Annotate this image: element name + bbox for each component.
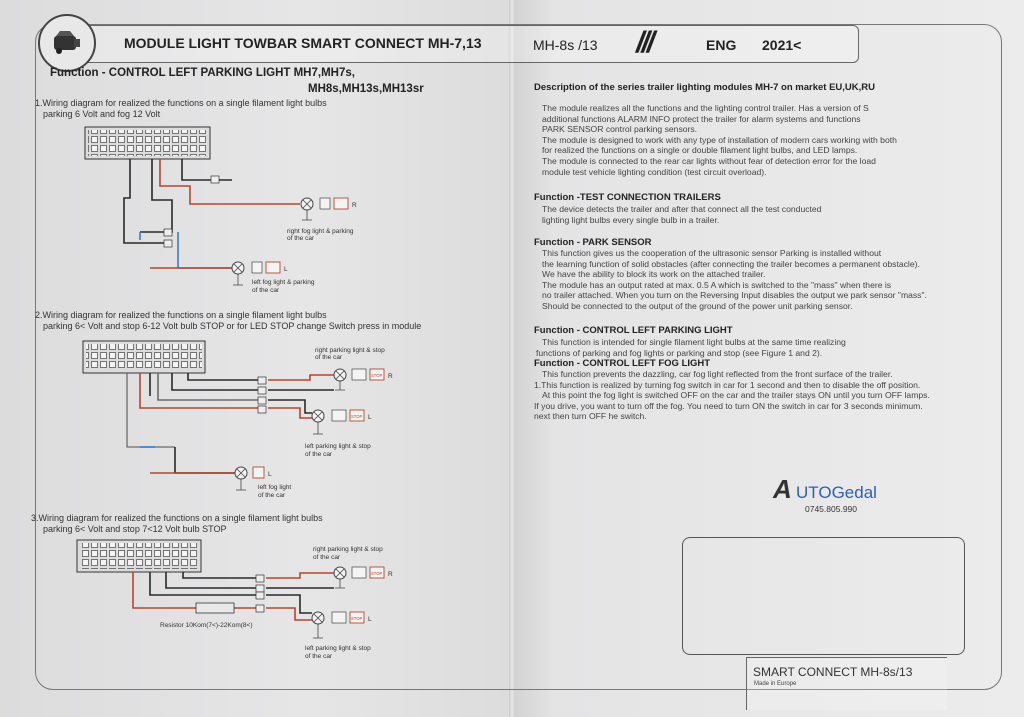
diagram1: R L: [84, 126, 357, 286]
footer-subtitle: Made in Europe: [754, 681, 797, 687]
diagram2-title-2: parking 6< Volt and stop 6-12 Volt bulb …: [43, 321, 422, 331]
header-lang: ENG: [706, 37, 737, 53]
d3-side-l: L: [368, 616, 372, 623]
diagram1-title-1: 1.Wiring diagram for realized the functi…: [35, 98, 327, 108]
brand-phone: 0745.805.990: [805, 504, 857, 514]
d2-stop-r: STOP: [371, 373, 383, 378]
header-model: MH-8s /13: [533, 37, 598, 53]
d2-label-top-1: right parking light & stop: [315, 347, 385, 354]
d3-stop-r: STOP: [371, 571, 383, 576]
product-logo: [38, 14, 96, 72]
d1-side-r: R: [352, 202, 357, 209]
diagram3: STOP R STOP L: [76, 539, 393, 639]
description-body: The module realizes all the functions an…: [542, 103, 897, 177]
d1-label-left-1: left fog light & parking: [252, 279, 315, 286]
park-sensor-title: Function - PARK SENSOR: [534, 237, 652, 248]
diagram1-title-2: parking 6 Volt and fog 12 Volt: [43, 109, 161, 119]
control-left-parking-body: This function is intended for single fil…: [536, 337, 846, 358]
stamp-box: [682, 537, 965, 655]
d2-label-bot-1: left fog light: [258, 484, 292, 491]
d1-label-right-2: of the car: [287, 235, 315, 242]
d2-side-l: L: [368, 414, 372, 421]
diagram2-title-1: 2.Wiring diagram for realized the functi…: [35, 310, 327, 320]
d2-side-l2: L: [268, 471, 272, 478]
control-left-fog-title: Function - CONTROL LEFT FOG LIGHT: [534, 358, 711, 369]
brand-name: UTOGedal: [796, 483, 877, 502]
d3-side-r: R: [388, 571, 393, 578]
test-connection-body: The device detects the trailer and after…: [542, 204, 822, 225]
d3-label-top-1: right parking light & stop: [313, 546, 383, 553]
header-bar: [60, 25, 859, 63]
d2-label-top-2: of the car: [315, 354, 343, 361]
d3-resistor-label: Resistor 10Kom(7<)-22Kom(8<): [160, 622, 253, 629]
d1-side-l: L: [284, 266, 288, 273]
diagram3-title-2: parking 6< Volt and stop 7<12 Volt bulb …: [43, 524, 227, 534]
d3-label-bot-1: left parking light & stop: [305, 645, 371, 652]
description-title: Description of the series trailer lighti…: [534, 82, 876, 93]
d1-label-right-1: right fog light & parking: [287, 228, 354, 235]
page-fold: [509, 0, 515, 717]
towbar-module-icon: [54, 31, 80, 54]
d2-side-r: R: [388, 373, 393, 380]
d2-stop-l: STOP: [351, 414, 363, 419]
d3-stop-l: STOP: [351, 616, 363, 621]
left-function-title-2: MH8s,MH13s,MH13sr: [308, 83, 424, 95]
diagram3-title-1: 3.Wiring diagram for realized the functi…: [31, 513, 323, 523]
d3-label-bot-2: of the car: [305, 653, 333, 660]
right-page: [513, 0, 1024, 717]
d2-label-mid-1: left parking light & stop: [305, 443, 371, 450]
diagram2: STOP R STOP L L: [82, 340, 393, 491]
footer-box: [746, 657, 947, 710]
slashes-mark: ///: [636, 26, 655, 59]
d2-label-mid-2: of the car: [305, 451, 333, 458]
left-function-title-1: Function - CONTROL LEFT PARKING LIGHT MH…: [50, 67, 355, 79]
d1-label-left-2: of the car: [252, 287, 280, 294]
d2-label-bot-2: of the car: [258, 492, 286, 499]
park-sensor-body: This function gives us the cooperation o…: [542, 248, 927, 311]
test-connection-title: Function -TEST CONNECTION TRAILERS: [534, 192, 721, 203]
footer-title: SMART CONNECT MH-8s/13: [753, 665, 913, 679]
control-left-parking-title: Function - CONTROL LEFT PARKING LIGHT: [534, 325, 733, 336]
control-left-fog-body: This function prevents the dazzling, car…: [534, 369, 930, 422]
d3-resistor: [195, 602, 235, 614]
wiring-diagrams: R L: [76, 126, 393, 639]
brand-a-letter: A: [773, 474, 792, 504]
header-year: 2021<: [762, 37, 802, 53]
d3-label-top-2: of the car: [313, 554, 341, 561]
header-title: MODULE LIGHT TOWBAR SMART CONNECT MH-7,1…: [124, 35, 482, 51]
